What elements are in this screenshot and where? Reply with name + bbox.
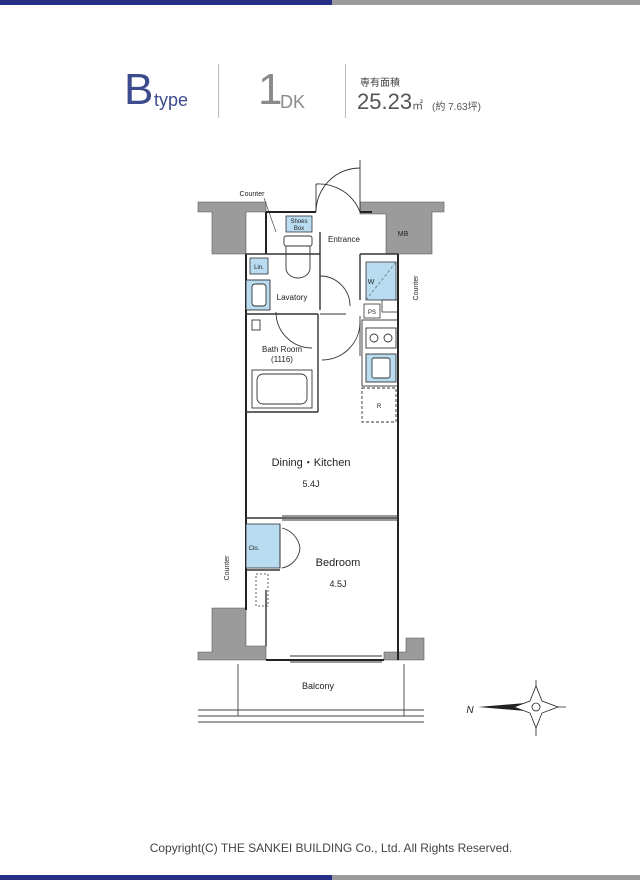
plan-header: B type 1 DK 専有面積 25.23㎡ (約 7.63坪) — [0, 0, 640, 130]
area-unit: ㎡ — [412, 100, 424, 112]
balcony-window — [290, 655, 382, 663]
entrance-door — [315, 160, 361, 213]
fixture-label-shoes-box-2: Box — [294, 226, 304, 232]
balcony — [198, 664, 424, 723]
bathtub — [251, 319, 313, 409]
room-label-entrance: Entrance — [328, 235, 361, 244]
room-label-bedroom: Bedroom — [316, 557, 361, 569]
counter-left-box — [255, 573, 269, 607]
header-divider — [345, 64, 346, 118]
burner-1 — [369, 333, 379, 343]
wardrobe — [365, 261, 397, 301]
fixture-label-shoes-box-1: Shoes — [290, 219, 307, 225]
compass-icon: N — [466, 680, 566, 736]
plan-suffix: DK — [280, 92, 306, 112]
bathtub-outer — [251, 369, 313, 409]
cooktop — [365, 327, 397, 349]
fixture-label-counter-right: Counter — [413, 275, 420, 301]
kitchen-unit — [361, 319, 399, 423]
fixture-label-closet: Clo. — [249, 546, 260, 552]
room-label-bathroom: Bath Room — [262, 345, 302, 354]
room-label-dining-kitchen-size: 5.4J — [302, 479, 319, 489]
type-suffix: type — [154, 90, 189, 110]
fixture-label-counter-top: Counter — [240, 191, 266, 198]
header-divider — [218, 64, 219, 118]
area-tsubo: (約 7.63坪) — [432, 102, 481, 113]
kitchen-counter — [361, 319, 399, 387]
toilet-tank — [283, 235, 313, 247]
fixture-label-linen: Lin. — [254, 265, 264, 271]
top-accent-bar-navy — [0, 0, 332, 5]
pipe-space-box — [363, 303, 381, 319]
counter-box-right — [381, 299, 399, 313]
interior-doors — [275, 275, 361, 569]
type-letter: B — [124, 65, 154, 114]
room-label-mb: MB — [398, 231, 409, 238]
right-upper-column — [359, 201, 445, 255]
entrance-door-arc-2 — [315, 167, 361, 213]
closet-door-arc-1 — [281, 527, 301, 549]
bathtub-inner — [256, 373, 308, 405]
closet-door-arc-2 — [281, 547, 301, 569]
left-lower-column — [197, 607, 267, 661]
lavatory-door-arc — [319, 275, 351, 307]
left-upper-column — [197, 201, 267, 255]
compass-center — [531, 702, 541, 712]
plan-number: 1 — [258, 65, 283, 114]
area-value: 25.23㎡ — [357, 89, 423, 115]
compass-north-label: N — [466, 705, 474, 716]
bottom-accent-bar-gray — [332, 875, 640, 880]
top-accent-bar-gray — [332, 0, 640, 5]
structural-walls — [197, 201, 445, 661]
fixture-label-wardrobe: W — [368, 279, 375, 286]
right-lower-column — [383, 637, 425, 661]
wardrobe-diagonal — [365, 261, 397, 301]
bottom-accent-bar — [0, 875, 640, 880]
linen-cabinet — [249, 257, 269, 275]
bath-door-arc — [321, 321, 361, 361]
fixture-label-refrigerator: R — [377, 404, 382, 410]
room-label-bathroom-size: (1116) — [271, 355, 293, 364]
wash-bowl — [251, 283, 267, 307]
room-label-dining-kitchen: Dining・Kitchen — [272, 457, 351, 469]
toilet-bowl — [285, 246, 311, 279]
interior-walls — [246, 232, 398, 646]
bath-fixture — [251, 319, 261, 331]
area-number: 25.23 — [357, 89, 413, 114]
washbasin — [245, 279, 271, 311]
fixture-label-counter-left: Counter — [224, 555, 231, 581]
closet-box — [245, 523, 281, 569]
compass-north-pointer — [478, 703, 526, 711]
sliding-door — [282, 515, 398, 521]
closet — [245, 523, 281, 569]
counter-top-leader — [263, 197, 277, 233]
room-label-balcony: Balcony — [302, 681, 335, 691]
burner-2 — [383, 333, 393, 343]
top-accent-bar — [0, 0, 640, 5]
copyright-notice: Copyright(C) THE SANKEI BUILDING Co., Lt… — [149, 841, 513, 855]
fixture-label-pipe-space: PS — [368, 310, 376, 316]
area-label: 専有面積 — [360, 78, 400, 89]
sink-bowl — [371, 357, 391, 379]
toilet — [283, 235, 313, 279]
bottom-accent-bar-navy — [0, 875, 332, 880]
entrance-door-arc — [315, 183, 361, 213]
shoes-box — [285, 215, 313, 233]
room-label-bedroom-size: 4.5J — [329, 579, 346, 589]
bath-inner-door-arc — [275, 311, 313, 349]
fridge-space — [361, 387, 397, 423]
room-label-lavatory: Lavatory — [277, 293, 308, 302]
